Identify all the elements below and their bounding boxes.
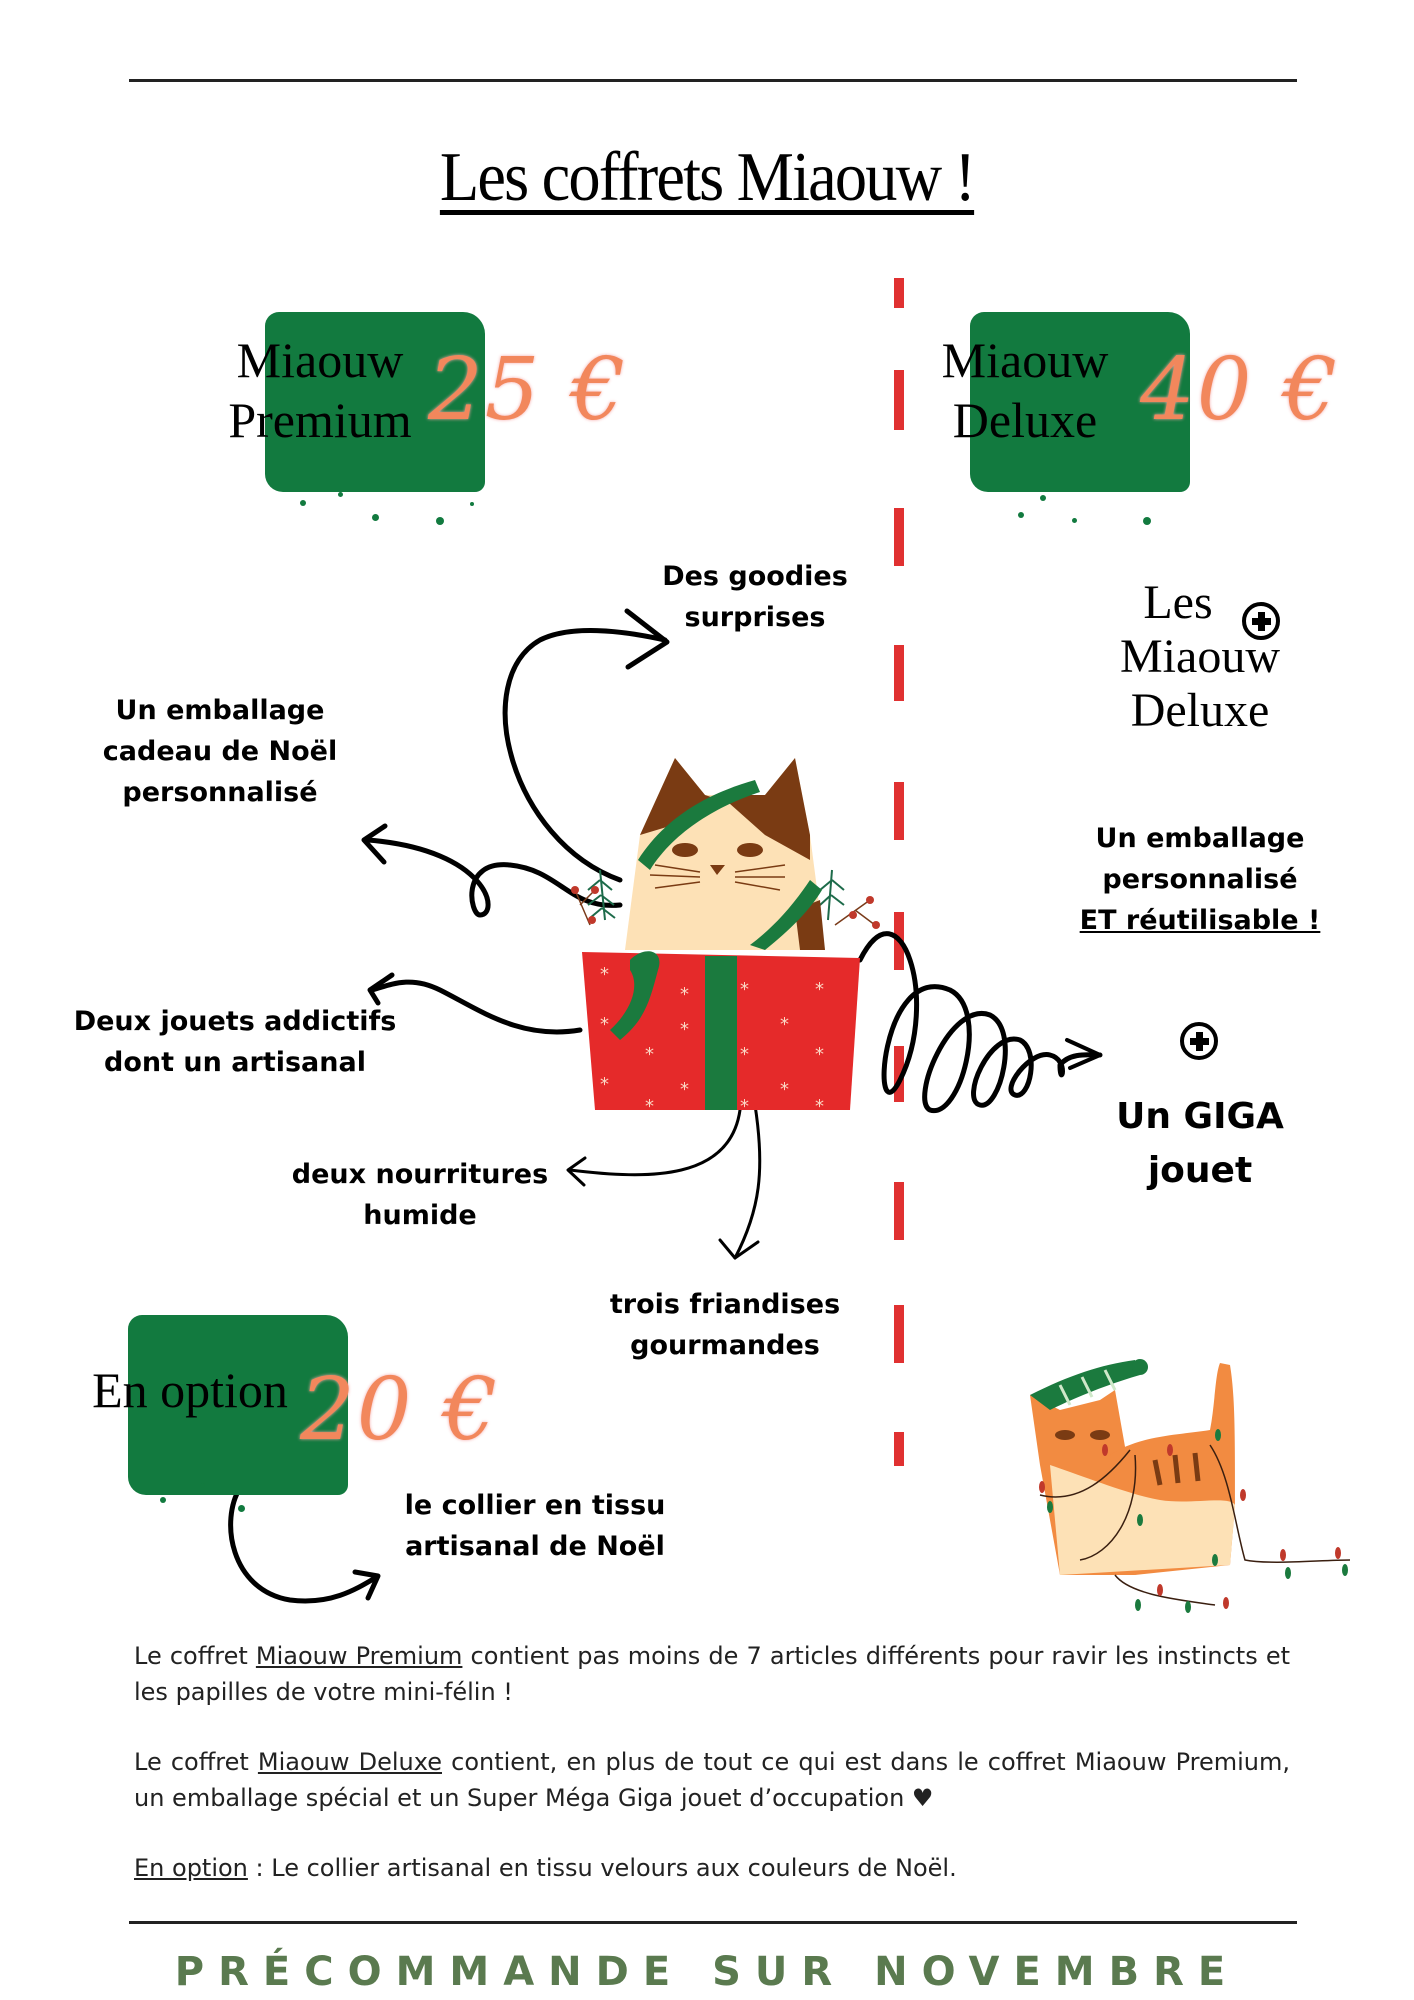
svg-text:*: * — [780, 1079, 789, 1100]
bottom-divider — [129, 1921, 1297, 1924]
paint-splat — [1072, 518, 1077, 523]
paint-splat — [436, 517, 444, 525]
orange-cat-with-lights-illustration — [1030, 1359, 1351, 1613]
deluxe-price: 40 € — [1140, 340, 1340, 440]
dash — [894, 1182, 904, 1240]
content-treats: trois friandises gourmandes — [609, 1289, 841, 1361]
dash — [894, 1046, 904, 1102]
deluxe-extra-wrapping: Un emballage personnalisé ET réutilisabl… — [1079, 823, 1321, 936]
option-label: En option — [92, 1362, 288, 1418]
page-title: Les coffrets Miaouw ! — [439, 139, 976, 216]
svg-text:*: * — [600, 1074, 609, 1095]
dash — [894, 1432, 904, 1466]
green-paint-blob — [128, 1315, 348, 1495]
paint-splat — [338, 492, 343, 497]
premium-price: 25 € — [428, 340, 628, 440]
paint-splat — [160, 1497, 166, 1503]
svg-text:*: * — [680, 1019, 689, 1040]
content-food: deux nourritures humide — [291, 1159, 549, 1231]
dash — [894, 278, 904, 308]
svg-text:*: * — [680, 1079, 689, 1100]
description-premium: Le coffret Miaouw Premium contient pas m… — [134, 1642, 1291, 1706]
footer-preorder-banner: PRÉCOMMANDE SUR NOVEMBRE — [174, 1949, 1240, 1995]
svg-text:*: * — [645, 1096, 654, 1110]
deluxe-extra-giga-toy: Un GIGA jouet — [1116, 1096, 1284, 1191]
option-link: En option — [134, 1854, 248, 1882]
deluxe-link: Miaouw Deluxe — [257, 1748, 442, 1776]
dash — [894, 782, 904, 840]
svg-text:*: * — [600, 964, 609, 985]
dash — [894, 370, 904, 430]
top-divider — [129, 79, 1297, 82]
arrow-goodies — [502, 628, 668, 883]
svg-text:*: * — [680, 984, 689, 1005]
option-item: le collier en tissu artisanal de Noël — [404, 1490, 666, 1562]
description-option: En option : Le collier artisanal en tiss… — [134, 1854, 957, 1882]
paint-splat — [300, 500, 306, 506]
dash — [894, 1305, 904, 1363]
svg-text:*: * — [815, 1044, 824, 1065]
deluxe-name: Miaouw Deluxe — [941, 332, 1109, 448]
plus-circle-icon — [1242, 602, 1280, 640]
paint-splat — [1018, 512, 1024, 518]
dash — [894, 645, 904, 701]
green-paint-blob — [265, 312, 485, 492]
paint-splat — [372, 514, 379, 521]
svg-text:*: * — [740, 979, 749, 1000]
content-toys: Deux jouets addictifs dont un artisanal — [73, 1006, 397, 1078]
option-price: 20 € — [300, 1360, 500, 1460]
svg-text:*: * — [815, 1096, 824, 1110]
svg-text:*: * — [645, 1044, 654, 1065]
deluxe-extras-heading: Les Miaouw Deluxe — [1120, 576, 1280, 737]
dash — [894, 508, 904, 566]
paint-splat — [470, 502, 474, 506]
plus-circle-icon — [1180, 1022, 1218, 1060]
svg-text:*: * — [740, 1044, 749, 1065]
paint-splat — [238, 1505, 245, 1512]
svg-text:*: * — [815, 979, 824, 1000]
svg-text:*: * — [740, 1096, 749, 1110]
cat-in-gift-box-illustration: * * * * * * * * * * * * * * * * — [571, 758, 880, 1110]
paint-splat — [1040, 495, 1046, 501]
content-goodies: Des goodies surprises — [662, 561, 848, 633]
green-paint-blob — [970, 312, 1190, 492]
svg-text:*: * — [780, 1014, 789, 1035]
premium-name: Miaouw Premium — [228, 332, 412, 448]
paint-splat — [1143, 517, 1151, 525]
premium-link: Miaouw Premium — [255, 1642, 463, 1670]
svg-text:*: * — [600, 1014, 609, 1035]
description-deluxe: Le coffret Miaouw Deluxe contient, en pl… — [134, 1748, 1290, 1812]
content-wrapping: Un emballage cadeau de Noël personnalisé — [102, 695, 338, 808]
paint-splat — [200, 1483, 205, 1488]
